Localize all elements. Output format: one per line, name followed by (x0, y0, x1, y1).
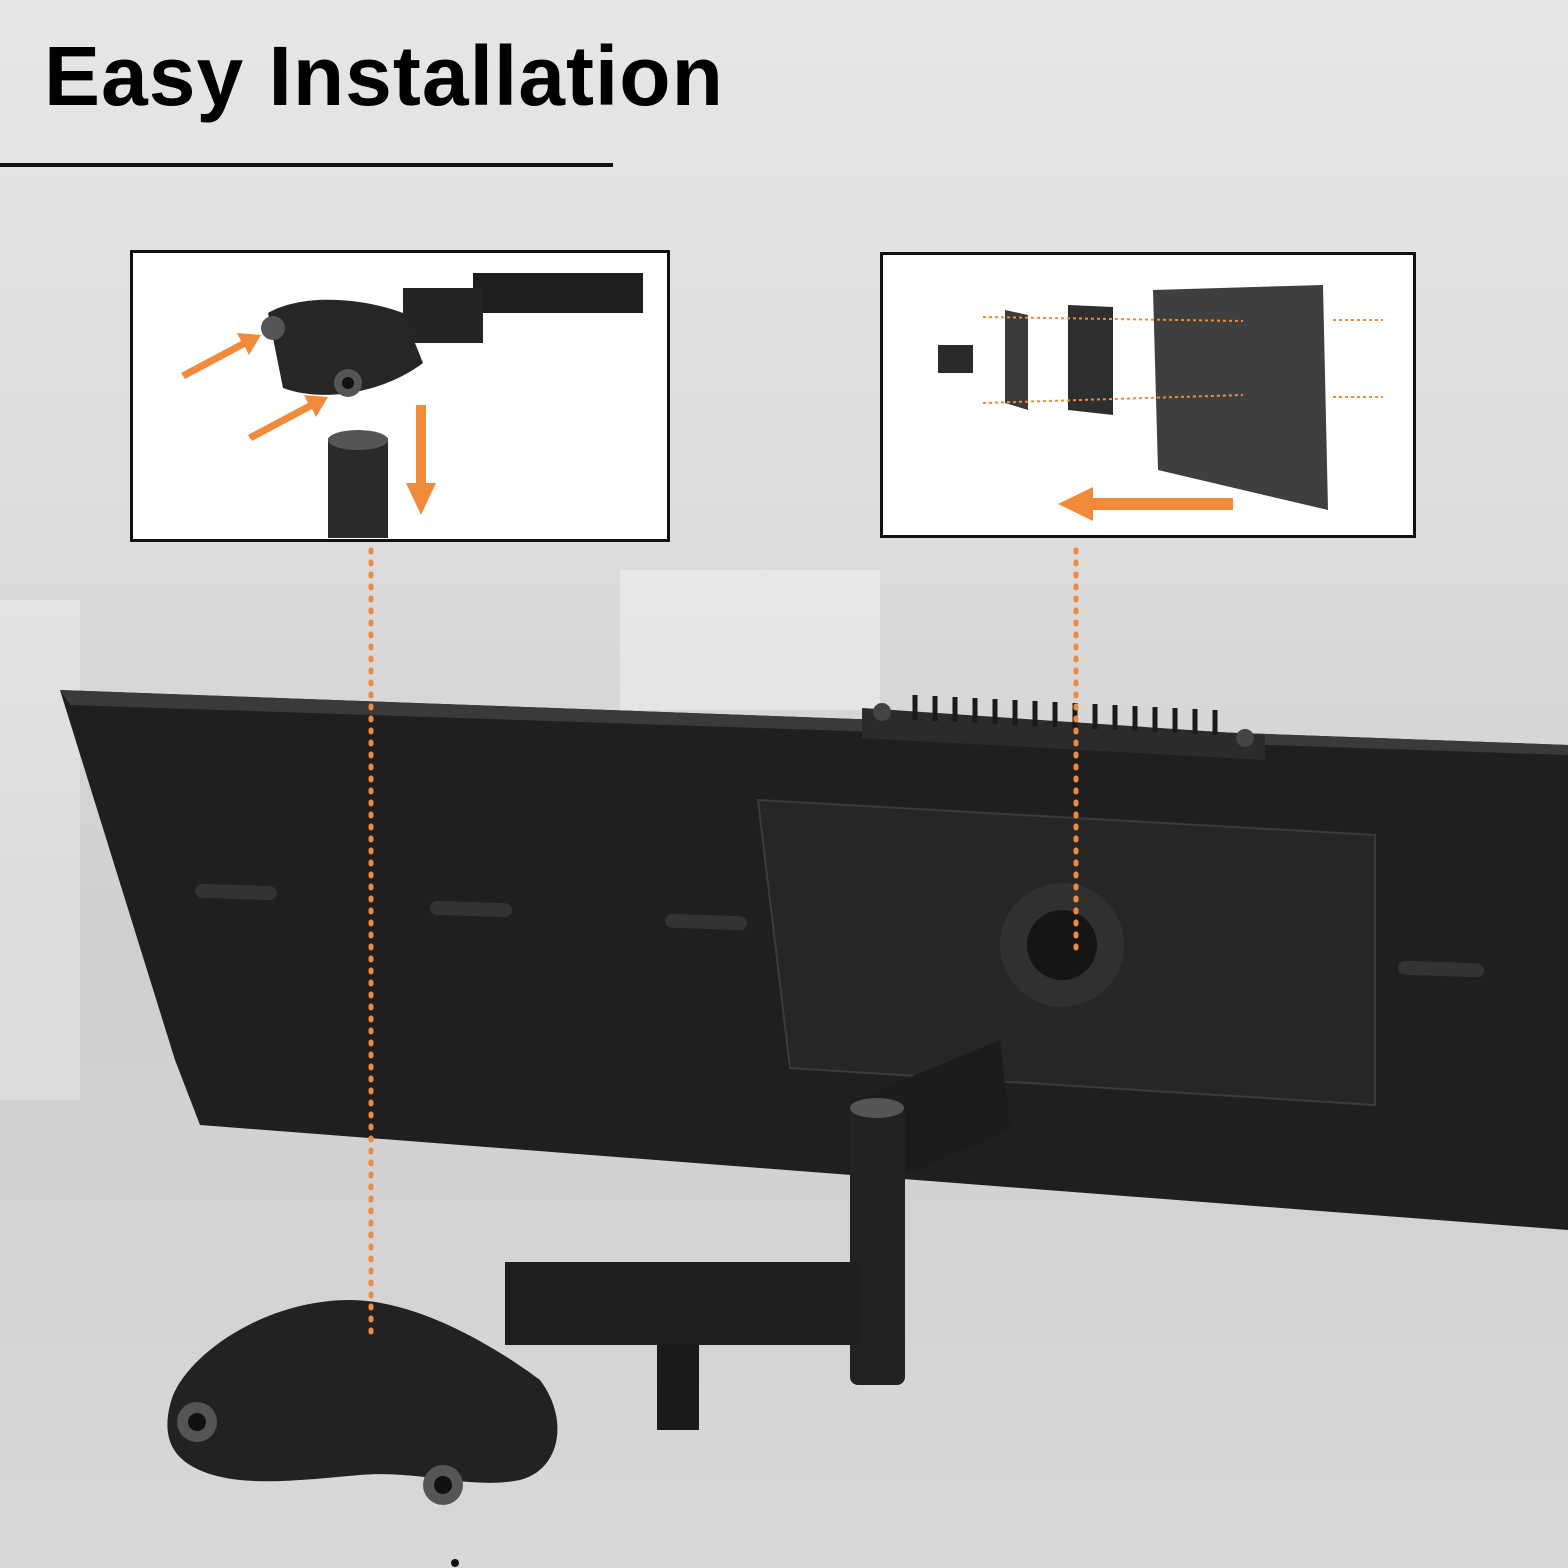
cable-comb (862, 708, 1265, 760)
screw (1236, 729, 1254, 747)
plate-slot (1398, 960, 1484, 978)
screw (873, 703, 891, 721)
background-light-panel (0, 600, 80, 1100)
clamp-install-illustration (181, 273, 643, 538)
inset-vesa-step (880, 252, 1416, 538)
inset-clamp-step (130, 250, 670, 542)
plate-slot (430, 900, 512, 918)
title-underline (0, 163, 613, 167)
plate-slot (665, 913, 747, 931)
page-title: Easy Installation (44, 29, 724, 123)
arm-joint (850, 1105, 905, 1385)
vesa-plate-install-illustration (938, 285, 1383, 521)
pole-clamp (167, 1300, 558, 1483)
arm-hook (657, 1345, 699, 1430)
arm-lower (505, 1262, 860, 1345)
background-light-panel (620, 570, 880, 710)
clamp-bolt (451, 1559, 459, 1567)
plate-slot (195, 883, 277, 901)
